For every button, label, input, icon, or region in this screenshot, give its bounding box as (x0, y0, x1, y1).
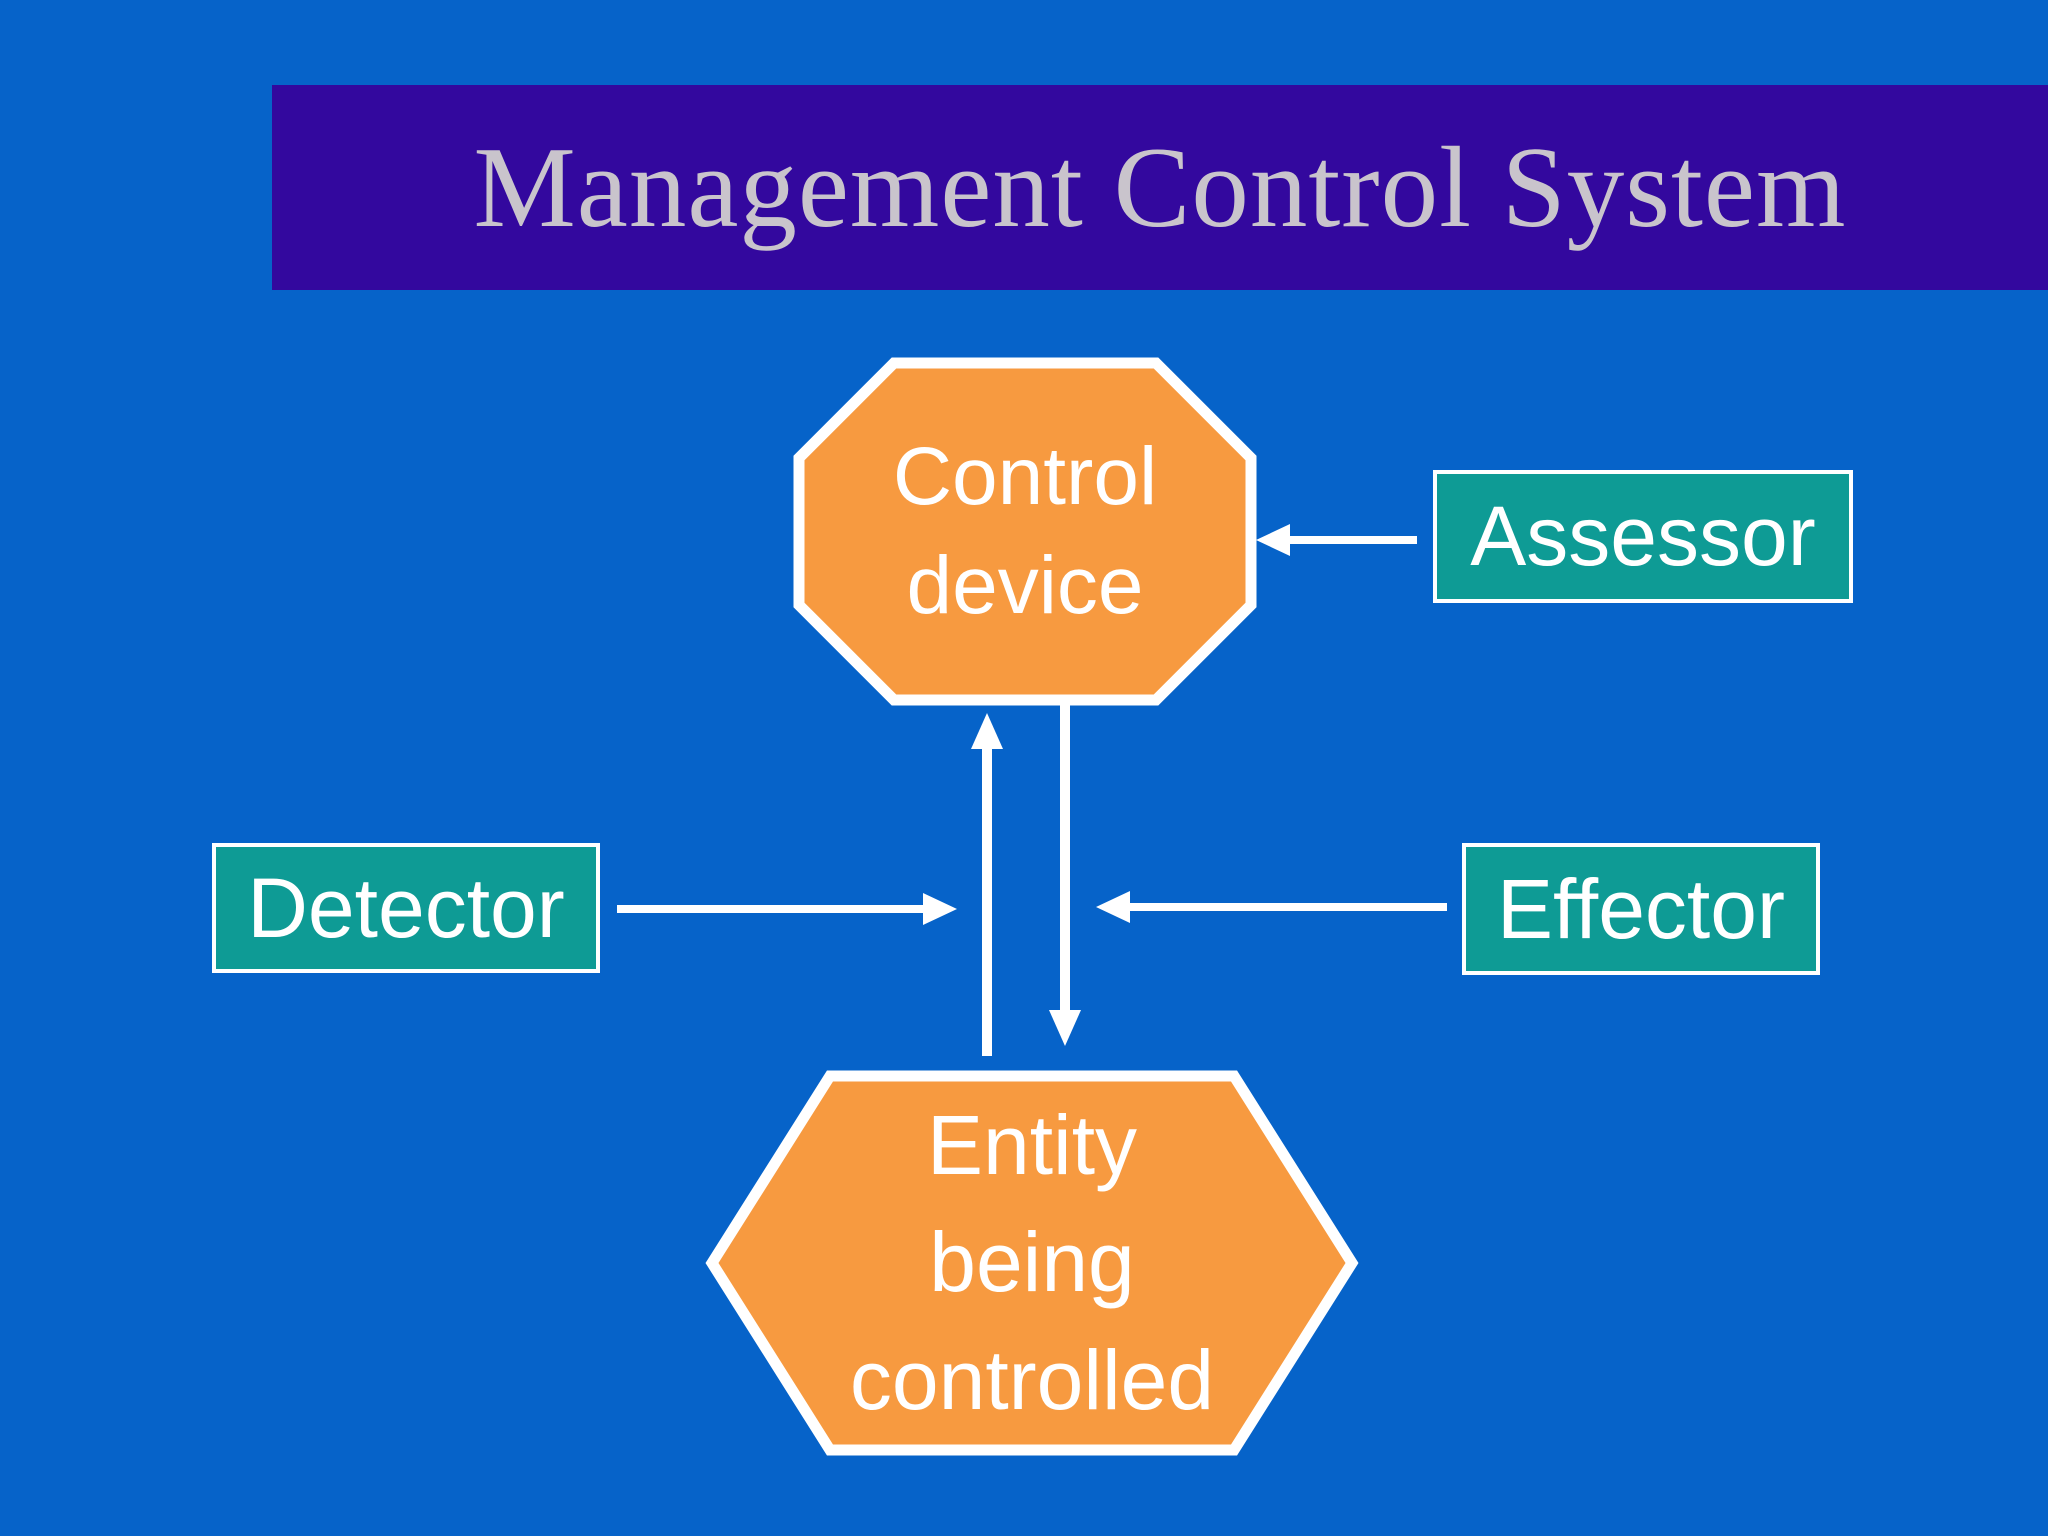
detector-label: Detector (247, 860, 565, 955)
detector-to-center-arrow (617, 893, 957, 925)
entity-label-line1: Entity (926, 1097, 1138, 1192)
control-to-entity-down-arrow (1049, 702, 1081, 1046)
detector-box: Detector (212, 843, 600, 973)
title-bar: Management Control System (272, 85, 2048, 290)
assessor-label: Assessor (1470, 489, 1816, 583)
entity-hexagon-shape (705, 1070, 1359, 1456)
assessor-box: Assessor (1433, 470, 1853, 603)
control-device-label-line1: Control (892, 431, 1158, 523)
entity-label-line3: controlled (849, 1332, 1215, 1427)
effector-to-center-arrow (1096, 891, 1447, 923)
effector-box: Effector (1462, 843, 1820, 975)
control-device-octagon-shape (793, 357, 1257, 706)
entity-label: Entity being controlled (712, 1076, 1352, 1450)
effector-label: Effector (1497, 861, 1785, 956)
control-device-label-line2: device (906, 539, 1144, 631)
control-device-label: Control device (799, 363, 1251, 700)
entity-label-line2: being (929, 1215, 1135, 1310)
page-title: Management Control System (473, 123, 1847, 251)
entity-to-control-up-arrow (971, 713, 1003, 1056)
assessor-to-control-arrow (1256, 524, 1417, 556)
